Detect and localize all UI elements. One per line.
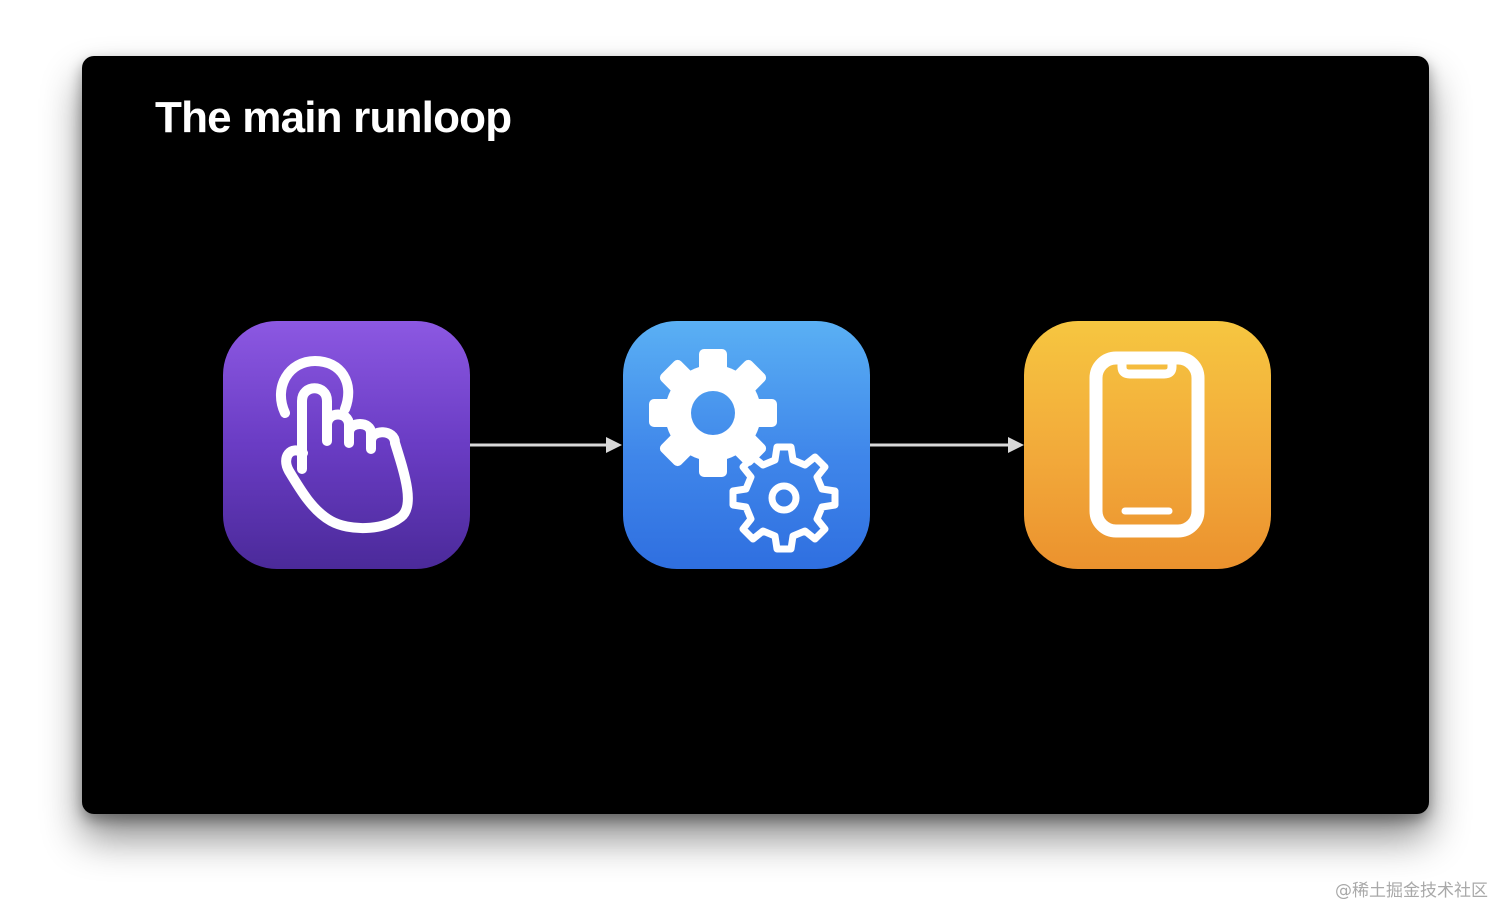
slide-title: The main runloop	[155, 93, 512, 142]
touch-input-node	[223, 321, 470, 569]
watermark: @稀土掘金技术社区	[1335, 881, 1488, 901]
flow-arrow-2	[870, 437, 1024, 453]
hand-tap-icon	[276, 356, 413, 534]
flow-arrow-1	[470, 437, 622, 453]
display-node	[1024, 321, 1271, 569]
arrow-head	[1008, 437, 1024, 453]
large-gear	[649, 349, 777, 477]
small-gear	[729, 443, 839, 553]
iphone-icon	[1089, 351, 1205, 538]
processing-node	[623, 321, 870, 569]
arrow-head	[606, 437, 622, 453]
gears-icon	[649, 349, 839, 553]
slide: The main runloop	[82, 56, 1429, 814]
